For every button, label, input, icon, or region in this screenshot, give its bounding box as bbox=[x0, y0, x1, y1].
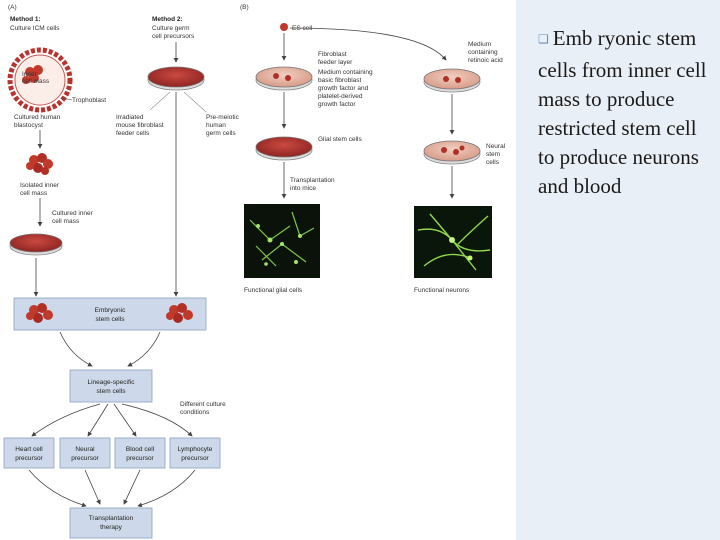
transplant-label-2: therapy bbox=[100, 524, 122, 531]
medium-label-5: growth factor bbox=[318, 101, 356, 108]
isolated-label-2: cell mass bbox=[20, 190, 48, 197]
irradiated-label-3: feeder cells bbox=[116, 130, 150, 137]
medium-ra-label-3: retinoic acid bbox=[468, 57, 503, 64]
method2-sub-2: cell precursors bbox=[152, 33, 195, 40]
different-culture-label-2: conditions bbox=[180, 409, 210, 416]
embryonic-label-2: stem cells bbox=[96, 316, 126, 323]
neural-stem-label-2: stem bbox=[486, 151, 500, 158]
cultured-inner-label-1: Cultured inner bbox=[52, 210, 94, 217]
glial-stem-label: Glial stem cells bbox=[318, 136, 362, 143]
cultured-inner-dish bbox=[9, 233, 63, 256]
fibroblast-dish bbox=[255, 66, 313, 91]
cultured-blastocyst-label-1: Cultured human bbox=[14, 114, 61, 121]
transplantation-therapy-box bbox=[69, 507, 153, 539]
isolated-cell-cluster bbox=[26, 153, 53, 175]
irradiated-label-2: mouse fibroblast bbox=[116, 122, 164, 129]
functional-glial-label: Functional glial cells bbox=[244, 287, 303, 294]
glial-dish bbox=[255, 136, 313, 161]
different-culture-label-1: Different culture bbox=[180, 401, 226, 408]
medium-label-2: basic fibroblast bbox=[318, 77, 362, 84]
lymph-label-1: Lymphocyte bbox=[178, 446, 213, 453]
premeiotic-label-2: human bbox=[206, 122, 226, 129]
heart-label-1: Heart cell bbox=[15, 446, 43, 453]
transplantation-label-1: Transplantation bbox=[290, 177, 335, 184]
neurons-micrograph bbox=[414, 206, 492, 278]
blood-label-1: Blood cell bbox=[126, 446, 155, 453]
neural-stem-label-3: cells bbox=[486, 159, 500, 166]
method1-sub: Culture ICM cells bbox=[10, 25, 60, 32]
embryonic-label-1: Embryonic bbox=[95, 307, 126, 314]
medium-ra-label-2: containing bbox=[468, 49, 498, 56]
fibroblast-label-2: feeder layer bbox=[318, 59, 353, 66]
neural-label-1: Neural bbox=[75, 446, 95, 453]
blastocyst-illustration bbox=[7, 47, 73, 113]
es-cluster-left bbox=[26, 303, 53, 323]
medium-label-3: growth factor and bbox=[318, 85, 369, 92]
medium-label-4: platelet-derived bbox=[318, 93, 363, 100]
fibroblast-label-1: Fibroblast bbox=[318, 51, 347, 58]
neural-stem-label-1: Neural bbox=[486, 143, 506, 150]
method2-sub-1: Culture germ bbox=[152, 25, 190, 32]
lineage-label-1: Lineage-specific bbox=[88, 379, 136, 386]
neural-stem-dish bbox=[423, 140, 481, 165]
lymph-label-2: precursor bbox=[181, 455, 209, 462]
panel-a-label: (A) bbox=[8, 4, 17, 11]
inner-cell-mass-label-1: Inner bbox=[22, 71, 38, 78]
irradiated-label-1: Irradiated bbox=[116, 114, 144, 121]
inner-cell-mass-label-2: cell mass bbox=[22, 78, 50, 85]
blood-label-2: precursor bbox=[126, 455, 154, 462]
method2-title: Method 2: bbox=[152, 16, 183, 23]
neural-label-2: precursor bbox=[71, 455, 99, 462]
es-cell-icon bbox=[280, 23, 288, 31]
transplant-label-1: Transplantation bbox=[89, 515, 134, 522]
lineage-stem-cells-box bbox=[69, 369, 153, 403]
functional-neurons-label: Functional neurons bbox=[414, 287, 470, 294]
trophoblast-label: Trophoblast bbox=[72, 97, 106, 104]
diagram-svg: (A) (B) Method 1: Culture ICM cells Inne… bbox=[3, 4, 506, 539]
germ-cell-dish bbox=[147, 66, 205, 91]
transplantation-label-2: into mice bbox=[290, 185, 316, 192]
heart-precursor-box bbox=[3, 437, 55, 469]
medium-label-1: Medium containing bbox=[318, 69, 373, 76]
sidebar-panel bbox=[516, 0, 720, 540]
glial-micrograph bbox=[244, 204, 320, 278]
panel-b-label: (B) bbox=[240, 4, 249, 11]
premeiotic-label-3: germ cells bbox=[206, 130, 236, 137]
premeiotic-label-1: Pre-meiotic bbox=[206, 114, 240, 121]
cultured-inner-label-2: cell mass bbox=[52, 218, 80, 225]
method1-title: Method 1: bbox=[10, 16, 41, 23]
isolated-label-1: Isolated inner bbox=[20, 182, 60, 189]
heart-label-2: precursor bbox=[15, 455, 43, 462]
blood-precursor-box bbox=[114, 437, 166, 469]
retinoic-dish bbox=[423, 68, 481, 93]
slide-caption: ❑Emb ryonic stem cells from inner cell m… bbox=[538, 24, 716, 201]
lymphocyte-precursor-box bbox=[169, 437, 221, 469]
es-cluster-right bbox=[166, 303, 193, 323]
cultured-blastocyst-label-2: blastocyst bbox=[14, 122, 43, 129]
es-cell-label: ES cell bbox=[292, 25, 313, 32]
neural-precursor-box bbox=[59, 437, 111, 469]
caption-text: Emb ryonic stem cells from inner cell ma… bbox=[538, 26, 707, 198]
stem-cell-diagram: (A) (B) Method 1: Culture ICM cells Inne… bbox=[3, 4, 506, 539]
lineage-label-2: stem cells bbox=[97, 388, 127, 395]
bullet-icon: ❑ bbox=[538, 32, 549, 46]
medium-ra-label-1: Medium bbox=[468, 41, 491, 48]
